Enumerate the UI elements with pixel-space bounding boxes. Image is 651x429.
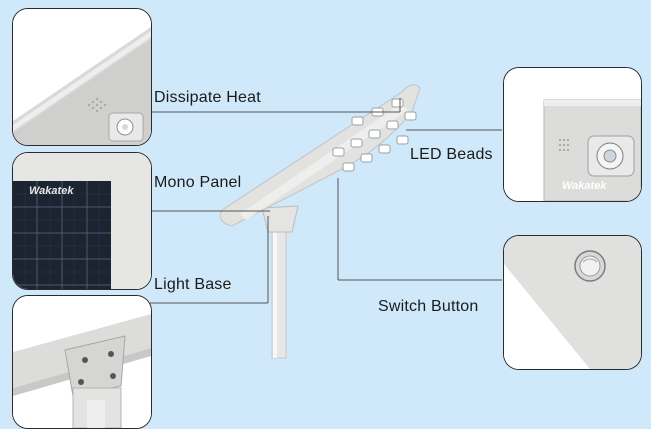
light-base-bracket xyxy=(261,205,299,233)
label-mono-panel: Mono Panel xyxy=(154,174,242,191)
label-switch-button: Switch Button xyxy=(378,298,479,315)
lamp-housing-highlight xyxy=(240,104,408,220)
label-light-base: Light Base xyxy=(154,276,232,293)
panel-switch-button xyxy=(503,235,642,370)
led-bead-grid xyxy=(332,98,417,172)
panel-light-base xyxy=(12,295,152,429)
label-led-beads: LED Beads xyxy=(410,146,493,163)
label-dissipate-heat: Dissipate Heat xyxy=(154,89,261,106)
pole-highlight xyxy=(273,222,277,358)
leader-lines xyxy=(150,98,502,304)
brand-logo: Wakatek xyxy=(562,180,607,192)
brand-logo: Wakatek xyxy=(29,185,74,197)
lamp-housing xyxy=(219,84,421,227)
panel-dissipate-heat xyxy=(12,8,152,146)
panel-mono-panel: Wakatek xyxy=(12,152,152,290)
panel-led-beads: Wakatek xyxy=(503,67,642,202)
